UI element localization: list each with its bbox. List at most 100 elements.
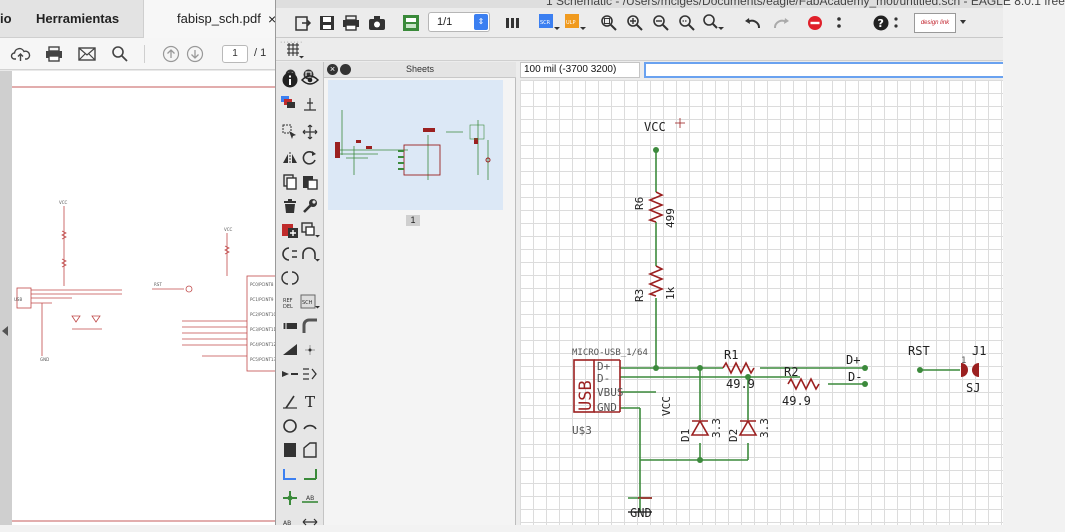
tab-file-label: fabisp_sch.pdf — [177, 11, 261, 26]
zoom-select-icon[interactable] — [676, 12, 698, 34]
gateswap-icon[interactable] — [300, 244, 320, 264]
split-icon[interactable] — [280, 268, 300, 288]
coordinate-readout: 100 mil (-3700 3200) — [520, 62, 640, 78]
paste-icon[interactable] — [300, 172, 320, 192]
svg-text:?: ? — [878, 17, 884, 30]
change-wrench-icon[interactable] — [300, 196, 320, 216]
print-icon[interactable] — [43, 44, 65, 64]
rotate-icon[interactable] — [300, 148, 320, 168]
script-icon[interactable]: SCR — [538, 12, 560, 34]
circle-icon[interactable] — [280, 416, 300, 436]
chevron-updown-icon: ⇕ — [474, 14, 488, 30]
rectangle-icon[interactable] — [280, 440, 300, 460]
align-icon[interactable] — [300, 364, 320, 384]
tab-close-icon[interactable]: × — [268, 11, 277, 27]
svg-text:PC0/PCINT8: PC0/PCINT8 — [250, 282, 274, 287]
info-icon[interactable] — [280, 70, 300, 90]
copy-icon[interactable] — [280, 172, 300, 192]
text-icon[interactable]: T — [304, 393, 315, 411]
close-icon[interactable]: × — [327, 64, 338, 75]
pdf-document-area[interactable]: VCC VCC USB RST GND PC0/PCINT8 PC1/PCINT… — [0, 71, 281, 525]
dimension-icon[interactable] — [300, 512, 320, 532]
pinswap-icon[interactable] — [280, 244, 300, 264]
zoom-fit-icon[interactable] — [598, 12, 620, 34]
svg-text:PC3/PCINT11: PC3/PCINT11 — [250, 327, 276, 332]
dplus-label: D+ — [846, 353, 861, 367]
open-icon[interactable] — [292, 12, 314, 34]
tab-partial[interactable]: io — [0, 11, 12, 26]
r2-name: R2 — [784, 365, 799, 379]
line-icon[interactable] — [280, 392, 300, 412]
layer-settings-icon[interactable] — [502, 12, 524, 34]
miter-wire-icon[interactable] — [300, 316, 320, 336]
sheet-select[interactable]: 1/1 ⇕ — [428, 12, 490, 32]
design-link-button[interactable]: design link — [914, 13, 956, 33]
undo-icon[interactable] — [742, 12, 764, 34]
zoom-out-icon[interactable] — [650, 12, 672, 34]
page-up-icon[interactable] — [160, 44, 182, 64]
route-icon[interactable] — [280, 364, 300, 384]
usb-ref: U$3 — [572, 424, 592, 437]
slice-icon[interactable] — [280, 340, 300, 360]
arc-icon[interactable] — [300, 416, 320, 436]
cam-processor-icon[interactable] — [366, 12, 388, 34]
display-layers-icon[interactable] — [280, 94, 300, 114]
label-icon[interactable]: AB — [300, 488, 320, 508]
grid-icon[interactable] — [284, 40, 306, 62]
search-icon[interactable] — [109, 44, 131, 64]
attribute-icon[interactable]: AB — [280, 512, 300, 532]
grid-toolbar: ······· — [276, 39, 1003, 61]
command-line-input[interactable] — [644, 62, 1003, 78]
mail-icon[interactable] — [76, 44, 98, 64]
more-vertical-icon[interactable] — [894, 12, 898, 34]
mark-icon[interactable] — [300, 94, 320, 114]
more-vertical-icon[interactable] — [828, 12, 850, 34]
junction-icon[interactable] — [280, 488, 300, 508]
wire-icon[interactable] — [280, 464, 300, 484]
ulp-icon[interactable]: ULP — [564, 12, 586, 34]
svg-text:PC5/PCINT13: PC5/PCINT13 — [250, 357, 276, 362]
move-group-icon[interactable] — [280, 122, 300, 142]
zoom-last-icon[interactable] — [702, 12, 724, 34]
replace-part-icon[interactable] — [300, 220, 320, 240]
j1-name: J1 — [972, 344, 987, 358]
optimize-icon[interactable] — [300, 340, 320, 360]
chevron-down-icon[interactable] — [960, 20, 966, 24]
board-schematic-icon[interactable] — [400, 12, 422, 34]
j1-pin-number: 1 — [961, 356, 967, 366]
tab-file[interactable]: fabisp_sch.pdf × — [143, 0, 281, 38]
toolbar-divider — [144, 45, 145, 63]
add-part-icon[interactable] — [280, 220, 300, 240]
move-icon[interactable] — [300, 122, 320, 142]
polygon-icon[interactable] — [300, 440, 320, 460]
stop-icon[interactable] — [804, 12, 826, 34]
delete-icon[interactable] — [280, 196, 300, 216]
print-icon[interactable] — [340, 12, 362, 34]
split-wire-icon[interactable] — [280, 316, 300, 336]
zoom-in-icon[interactable] — [624, 12, 646, 34]
page-number-input[interactable]: 1 — [222, 45, 248, 63]
pdf-toolbar: 1 / 1 — [0, 38, 280, 70]
sheet-thumbnail[interactable] — [328, 80, 503, 210]
undock-icon[interactable] — [340, 64, 351, 75]
usb-pin-gnd: GND — [597, 401, 617, 414]
save-icon[interactable] — [316, 12, 338, 34]
page-down-icon[interactable] — [184, 44, 206, 64]
tab-herramientas[interactable]: Herramientas — [36, 11, 120, 26]
collapse-panel-icon[interactable] — [2, 326, 8, 336]
dminus-label: D- — [848, 370, 863, 384]
net-icon[interactable] — [300, 464, 320, 484]
help-icon[interactable]: ? — [870, 12, 892, 34]
window-title: 1 Schematic - /Users/mciges/Documents/ea… — [546, 0, 1065, 8]
svg-text:PC1/PCINT9: PC1/PCINT9 — [250, 297, 274, 302]
r1-value: 49.9 — [726, 377, 755, 391]
sheets-panel: × Sheets — [324, 62, 516, 525]
svg-text:SCR: SCR — [540, 20, 551, 26]
mirror-icon[interactable] — [280, 148, 300, 168]
upload-cloud-icon[interactable] — [10, 44, 32, 64]
show-eye-icon[interactable] — [300, 70, 320, 90]
schematic-canvas[interactable]: VCC R6 499 R3 1k MICRO-USB_1/64 USB D+ D… — [520, 80, 1003, 525]
redo-icon[interactable] — [770, 12, 792, 34]
smash-icon[interactable]: SCH — [300, 292, 320, 312]
